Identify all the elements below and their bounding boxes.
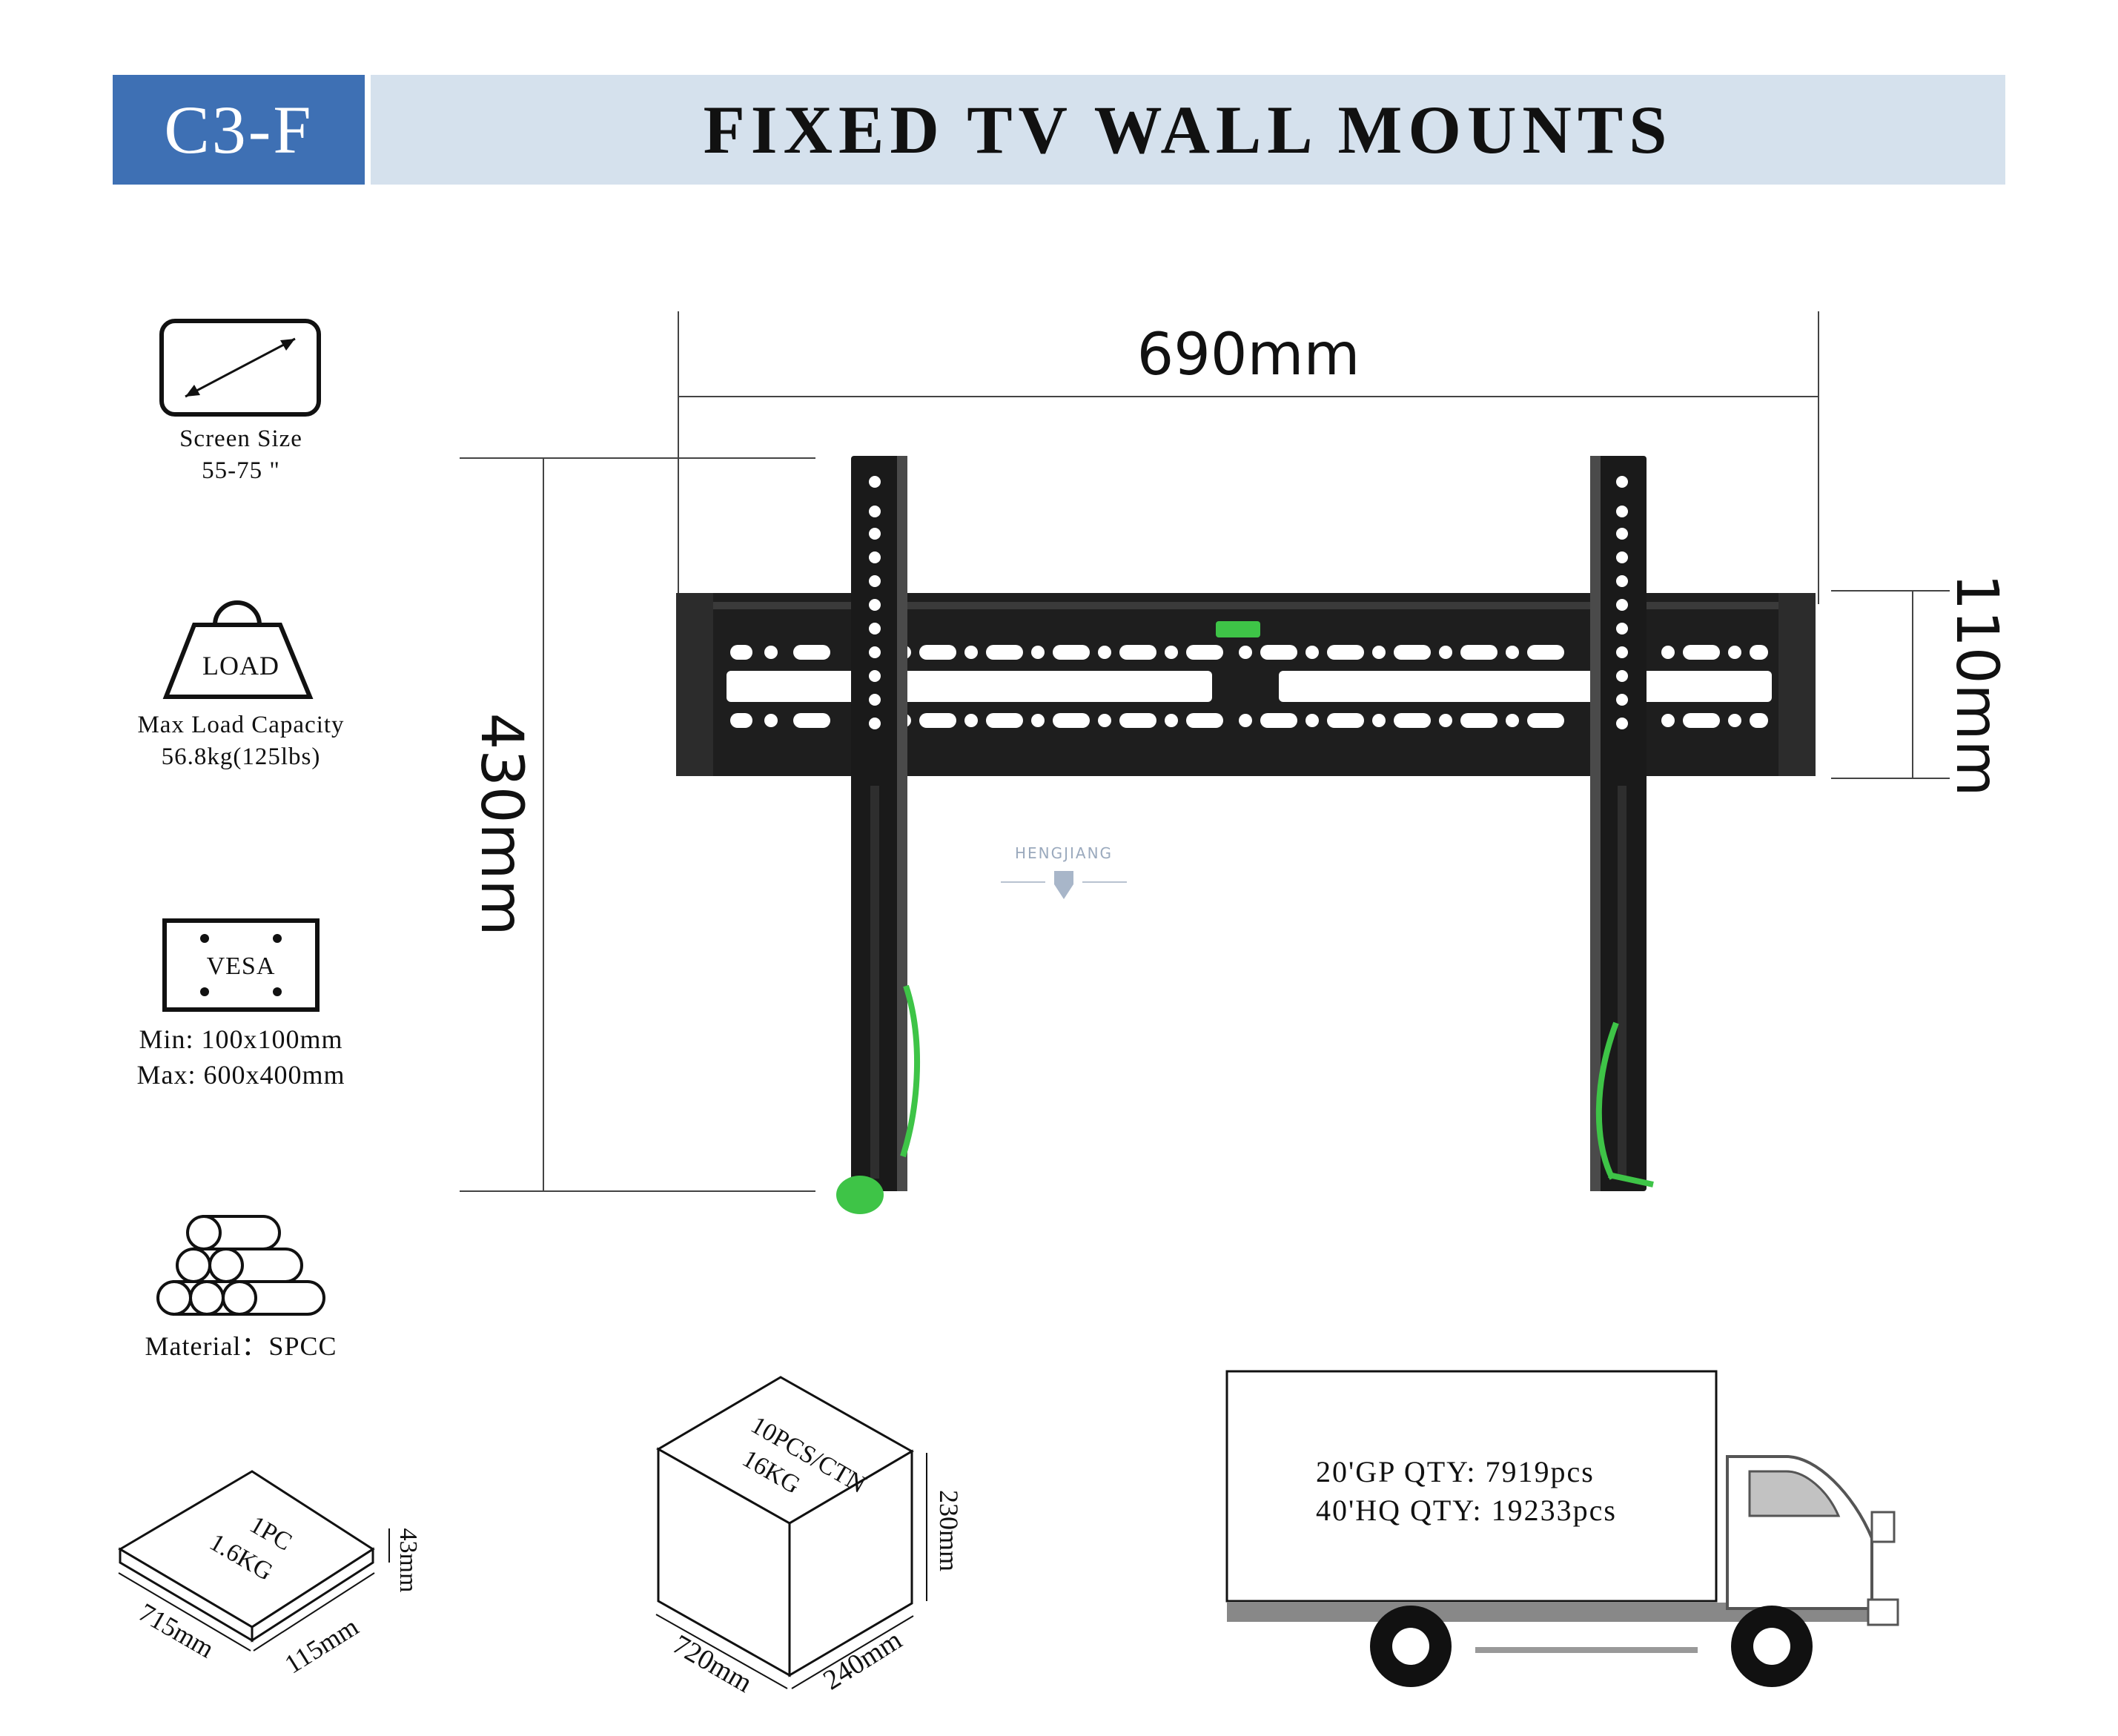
depth-dimension: 110mm bbox=[1943, 574, 2010, 797]
single-package-height: 43mm bbox=[394, 1528, 422, 1593]
vesa-pattern-icon: VESA bbox=[162, 918, 320, 1013]
load-label: Max Load Capacity bbox=[137, 712, 345, 738]
vesa-icon-text: VESA bbox=[206, 953, 276, 980]
right-pull-tab bbox=[1608, 1172, 1654, 1187]
height-dimension: 430mm bbox=[468, 713, 535, 936]
spec-screen-size: Screen Size 55-75 " bbox=[96, 315, 385, 487]
steel-pipes-icon bbox=[156, 1215, 325, 1316]
load-weight-icon: LOAD bbox=[156, 589, 326, 700]
width-dimension: 690mm bbox=[1137, 322, 1360, 388]
qty-20gp: 20'GP QTY: 7919pcs bbox=[1316, 1455, 1595, 1488]
spec-vesa: VESA Min: 100x100mm Max: 600x400mm bbox=[96, 918, 385, 1093]
load-icon-text: LOAD bbox=[202, 651, 279, 680]
shipping-quantities: 20'GP QTY: 7919pcs 40'HQ QTY: 19233pcs bbox=[1316, 1453, 1617, 1530]
truck-cargo-box bbox=[1225, 1370, 1718, 1603]
page-title: FIXED TV WALL MOUNTS bbox=[371, 75, 2005, 185]
spec-material: Material：SPCC bbox=[96, 1212, 385, 1362]
plate-slots bbox=[727, 645, 1772, 728]
screen-size-value: 55-75 " bbox=[202, 457, 280, 484]
truck-illustration bbox=[1225, 1370, 1899, 1687]
truck-window bbox=[1748, 1470, 1841, 1517]
left-pull-tab bbox=[836, 1176, 884, 1214]
brand-watermark: HENGJIANG bbox=[1001, 844, 1127, 899]
brand-logo-icon bbox=[1054, 871, 1073, 899]
watermark-text: HENGJIANG bbox=[1015, 844, 1113, 862]
vesa-max: Max: 600x400mm bbox=[136, 1060, 345, 1090]
screen-size-label: Screen Size bbox=[179, 425, 302, 452]
carton-height: 230mm bbox=[934, 1490, 964, 1571]
load-value: 56.8kg(125lbs) bbox=[161, 743, 321, 770]
vesa-min: Min: 100x100mm bbox=[139, 1024, 343, 1054]
spec-load: LOAD Max Load Capacity 56.8kg(125lbs) bbox=[96, 589, 385, 773]
right-arm bbox=[1590, 456, 1654, 1191]
carton-box bbox=[655, 1376, 915, 1677]
carton-dimension-lines bbox=[655, 1453, 927, 1689]
model-code: C3-F bbox=[113, 75, 365, 185]
screen-size-icon bbox=[159, 319, 321, 417]
single-package-dimension-lines bbox=[118, 1528, 390, 1651]
bubble-level bbox=[1216, 621, 1260, 637]
single-package-box bbox=[118, 1470, 375, 1643]
material-label: Material：SPCC bbox=[145, 1331, 337, 1361]
dimension-lines bbox=[460, 311, 1950, 1192]
left-arm bbox=[836, 456, 921, 1214]
single-package-width: 115mm bbox=[279, 1611, 363, 1680]
qty-40hq: 40'HQ QTY: 19233pcs bbox=[1316, 1494, 1617, 1527]
